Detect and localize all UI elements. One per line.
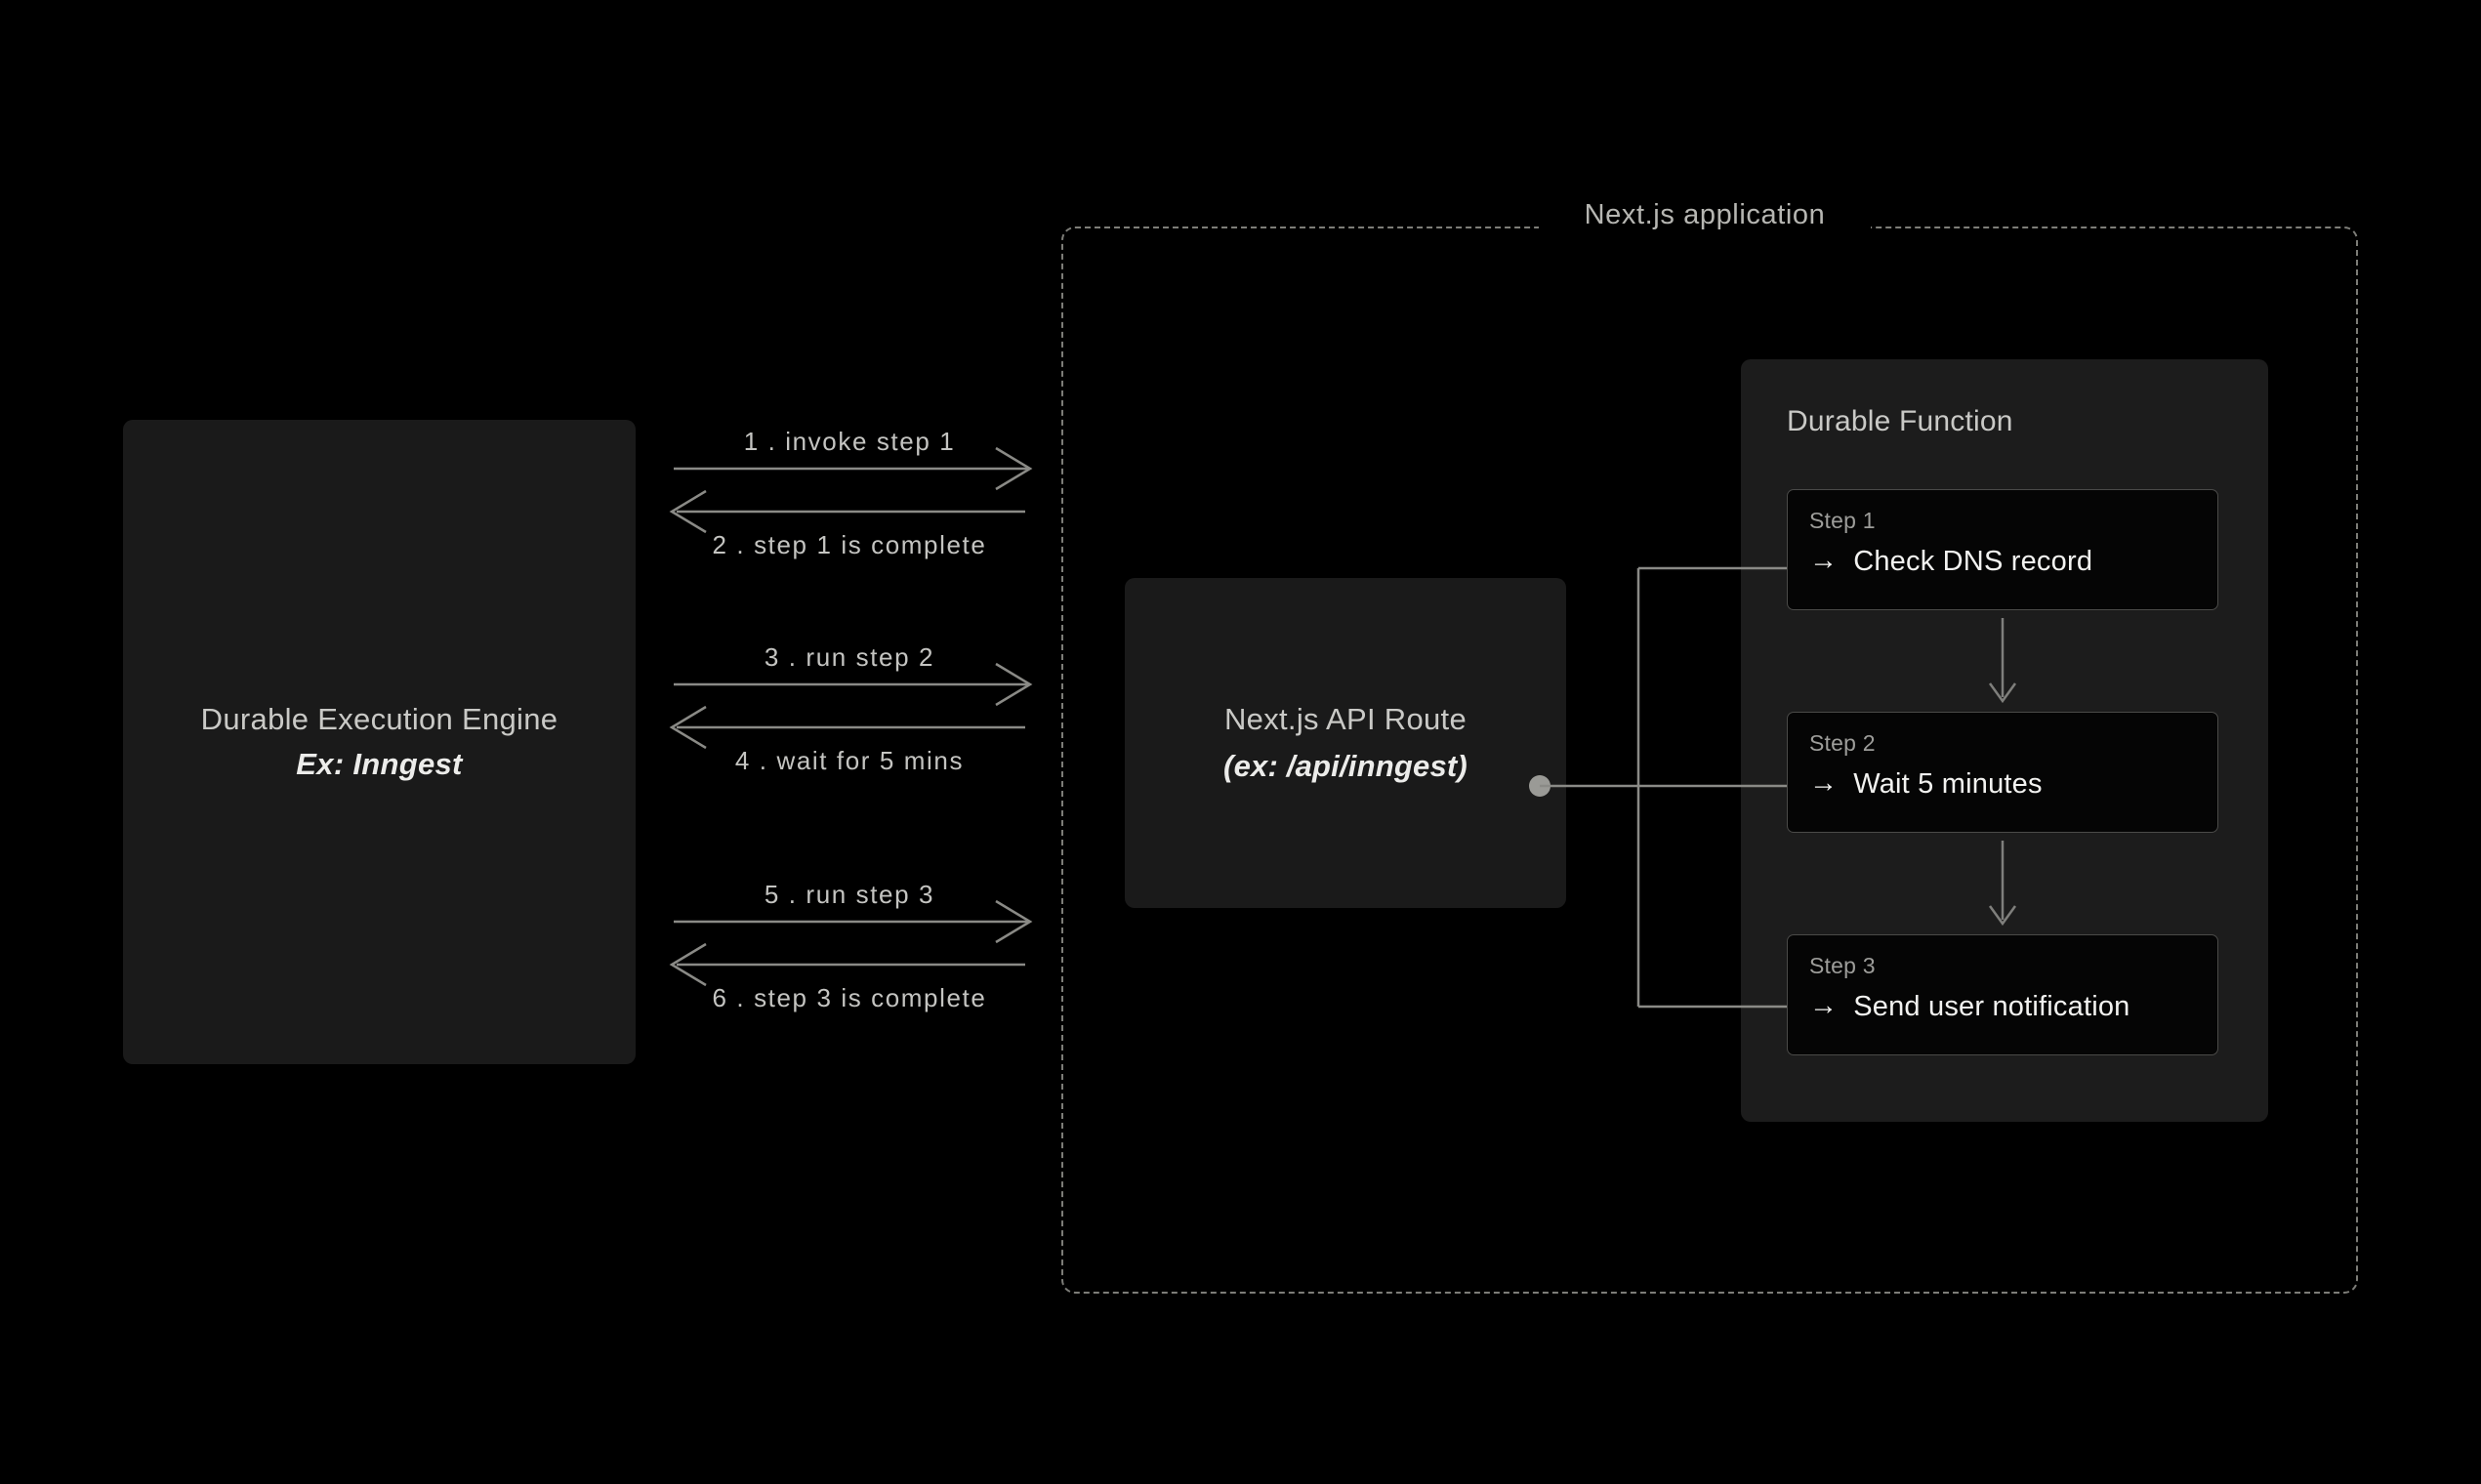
nextjs-api-route-box: Next.js API Route (ex: /api/inngest)	[1125, 578, 1566, 908]
durable-execution-engine-box: Durable Execution Engine Ex: Inngest	[123, 420, 636, 1064]
durable-function-title: Durable Function	[1787, 405, 2013, 437]
sequence-label-4: 4 . wait for 5 mins	[734, 746, 965, 775]
step-3-label: Step 3	[1809, 953, 1876, 978]
sequence-label-6: 6 . step 3 is complete	[712, 983, 987, 1012]
step-2-text: Wait 5 minutes	[1853, 767, 2043, 800]
arrow-right-icon: →	[1809, 767, 1839, 800]
arrow-right-icon: →	[1809, 990, 1839, 1022]
step-3-text-row: → Send user notification	[1809, 990, 2196, 1024]
nextjs-application-title: Next.js application	[1539, 195, 1871, 235]
sequence-arrow-4	[669, 705, 1025, 750]
sequence-label-1: 1 . invoke step 1	[743, 427, 956, 456]
sequence-arrow-6	[669, 942, 1025, 987]
step-1-text-row: → Check DNS record	[1809, 545, 2196, 579]
nextjs-api-route-title: Next.js API Route	[1223, 701, 1468, 736]
step-1-text: Check DNS record	[1853, 545, 2093, 577]
step-1-label: Step 1	[1809, 508, 1876, 533]
arrow-right-icon: →	[1809, 545, 1839, 577]
sequence-label-5: 5 . run step 3	[764, 880, 935, 909]
step-card-2: Step 2 → Wait 5 minutes	[1787, 712, 2218, 833]
sequence-label-2: 2 . step 1 is complete	[712, 530, 987, 559]
step-card-1: Step 1 → Check DNS record	[1787, 489, 2218, 610]
step-2-label: Step 2	[1809, 730, 1876, 756]
durable-execution-engine-subtitle: Ex: Inngest	[296, 747, 463, 781]
step-card-3: Step 3 → Send user notification	[1787, 934, 2218, 1055]
sequence-label-3: 3 . run step 2	[764, 642, 935, 672]
nextjs-api-route-subtitle: (ex: /api/inngest)	[1223, 749, 1468, 783]
step-3-text: Send user notification	[1853, 990, 2130, 1022]
step-2-text-row: → Wait 5 minutes	[1809, 767, 2196, 802]
sequence-arrow-2	[669, 489, 1025, 534]
durable-execution-engine-title: Durable Execution Engine	[200, 701, 558, 736]
